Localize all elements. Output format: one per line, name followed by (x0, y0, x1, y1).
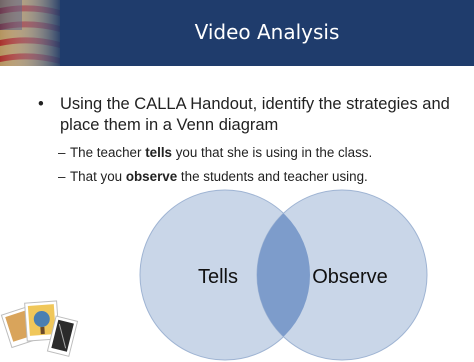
en-dash-icon: – (58, 145, 66, 160)
en-dash-icon: – (58, 169, 66, 184)
sub-item-text-after: the students and teacher using. (177, 169, 368, 184)
bullet-item: • Using the CALLA Handout, identify the … (30, 94, 460, 136)
bullet-text: Using the CALLA Handout, identify the st… (60, 95, 450, 134)
venn-left-label: Tells (198, 266, 238, 288)
sub-item-text-before: The teacher (70, 145, 146, 160)
title-bar: Video Analysis (0, 0, 474, 66)
bullet-dot-icon: • (38, 95, 44, 113)
photo-stack-icon (0, 292, 80, 362)
sub-item-text-after: you that she is using in the class. (171, 145, 373, 160)
sub-item-tells: – The teacher tells you that she is usin… (58, 144, 460, 162)
sub-list: – The teacher tells you that she is usin… (30, 144, 460, 186)
sub-item-bold: tells (145, 145, 172, 160)
venn-right-label: Observe (312, 266, 388, 288)
sub-item-text-before: That you (70, 169, 126, 184)
sub-item-bold: observe (125, 169, 178, 184)
slide-body: • Using the CALLA Handout, identify the … (30, 94, 460, 192)
slide-title: Video Analysis (194, 20, 340, 44)
flag-thumbnail-icon (0, 0, 60, 66)
sub-item-observe: – That you observe the students and teac… (58, 168, 460, 186)
